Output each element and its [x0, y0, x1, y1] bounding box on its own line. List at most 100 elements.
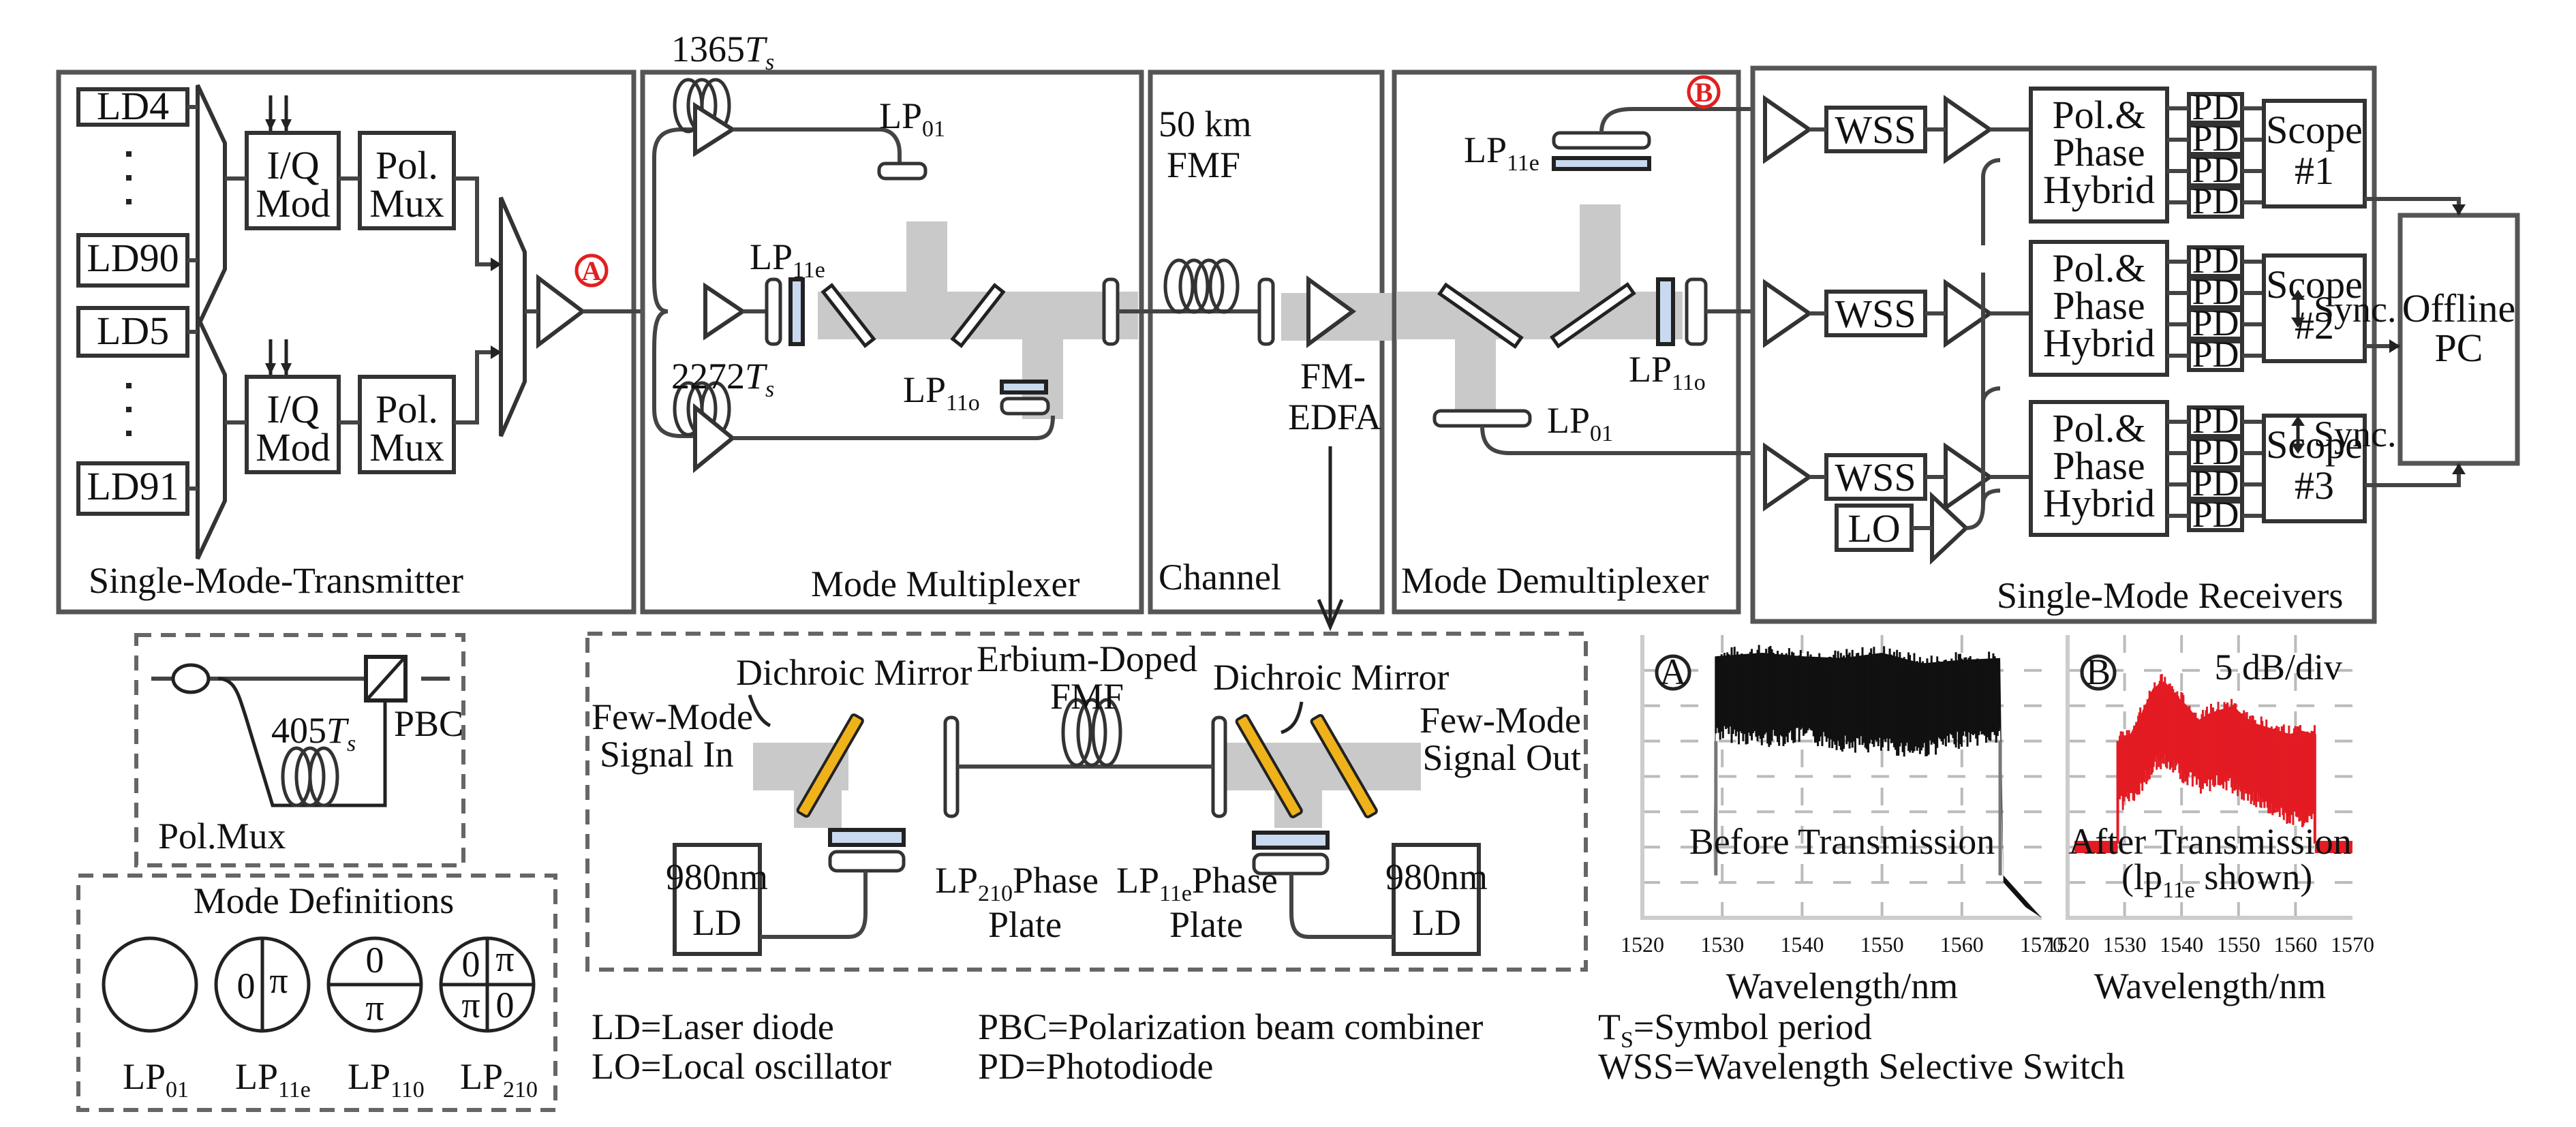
svg-text:Phase: Phase: [2053, 130, 2145, 174]
monitor-point-marker: A: [1655, 651, 1691, 692]
mode-lp01: LP01: [102, 936, 198, 1102]
amplifier: [693, 403, 736, 474]
svg-text:Pol.&: Pol.&: [2053, 93, 2146, 137]
axis-frame: [1640, 635, 2042, 920]
wss-box: WSS: [1824, 106, 1927, 153]
svg-text:B: B: [2086, 651, 2111, 692]
photodiode: PD: [2187, 334, 2244, 375]
pol-mux: Pol. Mux: [358, 131, 456, 230]
photodiode: PD: [2187, 149, 2244, 190]
svg-text:PD: PD: [2192, 494, 2239, 535]
svg-text:Sync.: Sync.: [2314, 289, 2397, 330]
wavelength-combiner: [196, 315, 227, 560]
svg-text:980nm: 980nm: [1385, 856, 1488, 897]
channel-combiner: [499, 196, 527, 437]
scope-2: Scope#2: [2262, 253, 2367, 363]
edfa-inset: Erbium-Doped FMF Dichroic Mirror Dichroi…: [585, 632, 1588, 972]
amplifier-label: EDFA: [1288, 397, 1381, 437]
phase-plate-lp11e: [1252, 831, 1330, 850]
svg-text:Scope: Scope: [2266, 422, 2363, 467]
sync-link: Sync.: [2291, 289, 2397, 330]
svg-text:A: A: [582, 256, 602, 286]
svg-text:Phase: Phase: [2053, 283, 2145, 328]
photodiode: PD: [2187, 463, 2244, 504]
laser-label: LD4: [97, 84, 169, 128]
legend-item: LO=Local oscillator: [592, 1046, 891, 1087]
inset-title: Mode Definitions: [194, 880, 454, 921]
svg-text:PD: PD: [2192, 400, 2239, 441]
svg-text:Scope: Scope: [2266, 108, 2363, 152]
dichroic-mirror-right: [1235, 713, 1303, 818]
svg-text:PD: PD: [2192, 334, 2239, 375]
phase-plate-lp11e: [1552, 156, 1651, 171]
svg-text:LD: LD: [1412, 902, 1461, 943]
svg-text:Mux: Mux: [369, 425, 444, 469]
legend-item: WSS=Wavelength Selective Switch: [1598, 1046, 2125, 1087]
x-tick-label: 1530: [2103, 932, 2147, 957]
mode-demultiplexer-panel: LP11e B LP11o LP01 Mode Demultiplexer: [1392, 70, 1775, 615]
chart-annotation: After Transmission: [2068, 821, 2352, 862]
svg-text:LO: LO: [1847, 506, 1900, 551]
phase-label: 0: [366, 940, 384, 981]
amplifier: [703, 282, 747, 341]
x-tick-label: 1540: [2160, 932, 2203, 957]
svg-text:LD: LD: [692, 902, 741, 943]
svg-text:Scope: Scope: [2266, 262, 2363, 307]
wss-box: WSS: [1824, 290, 1927, 337]
pump-laser-left: 980nm LD: [666, 843, 768, 956]
axis-frame: [2066, 635, 2352, 920]
signal-in-label: Signal In: [600, 734, 734, 775]
svg-text:WSS: WSS: [1835, 292, 1916, 336]
coupling-lens: [1685, 277, 1708, 346]
svg-text:PD: PD: [2192, 463, 2239, 504]
svg-text:PD: PD: [2192, 240, 2239, 281]
noise-floor: [2074, 841, 2118, 854]
svg-text:Hybrid: Hybrid: [2043, 168, 2155, 212]
pump-laser-right: 980nm LD: [1385, 843, 1488, 956]
phase-plate-label-right: Plate: [1169, 904, 1243, 945]
dichroic-mirror-output: [1310, 713, 1378, 818]
sync-link: Sync.: [2291, 414, 2397, 454]
laser-label: LD5: [97, 309, 169, 353]
svg-text:Hybrid: Hybrid: [2043, 321, 2155, 365]
coupling-lens: [1000, 397, 1050, 416]
photodiode: PD: [2187, 181, 2244, 221]
svg-text:Pol.: Pol.: [375, 143, 438, 187]
panel-title: Channel: [1159, 557, 1281, 598]
mode-label: LP11o: [1629, 349, 1706, 395]
svg-text:Mod: Mod: [256, 425, 331, 469]
pre-amplifier: [1763, 95, 1813, 164]
x-tick-label: 1520: [2046, 932, 2089, 957]
chart-annotation: Before Transmission: [1689, 821, 1995, 862]
svg-text:Pol.: Pol.: [375, 387, 438, 431]
pre-amplifier: [1763, 279, 1813, 348]
x-tick-label: 1520: [1621, 932, 1664, 957]
x-axis-label: Wavelength/nm: [2094, 966, 2327, 1006]
legend-item: LD=Laser diode: [592, 1006, 834, 1047]
x-tick-label: 1570: [2020, 932, 2064, 957]
beam-splitter: [1550, 281, 1636, 349]
amplifier: [693, 102, 737, 157]
coupling-lens: [1552, 131, 1651, 150]
dichroic-label-left: Dichroic Mirror: [736, 652, 972, 693]
mode-label: LP110: [348, 1056, 425, 1102]
local-oscillator: LO: [1835, 504, 1914, 552]
phase-label: 0: [462, 944, 480, 985]
phase-label: π: [461, 985, 480, 1025]
edf-label: FMF: [1050, 676, 1124, 717]
monitor-point-marker: B: [2080, 651, 2117, 692]
offline-pc: Offline PC: [2397, 213, 2520, 466]
scope-3: Scope#3: [2262, 414, 2367, 523]
svg-text:Mod: Mod: [256, 181, 331, 226]
svg-text:Phase: Phase: [2053, 444, 2145, 488]
signal-out-label: Signal Out: [1422, 737, 1581, 778]
panel-title: Mode Demultiplexer: [1401, 560, 1708, 601]
x-tick-label: 1560: [1940, 932, 1984, 957]
laser-ld90: LD90: [76, 233, 189, 288]
channel-panel: 50 km FMF FM- EDFA Channel: [1118, 70, 1400, 615]
